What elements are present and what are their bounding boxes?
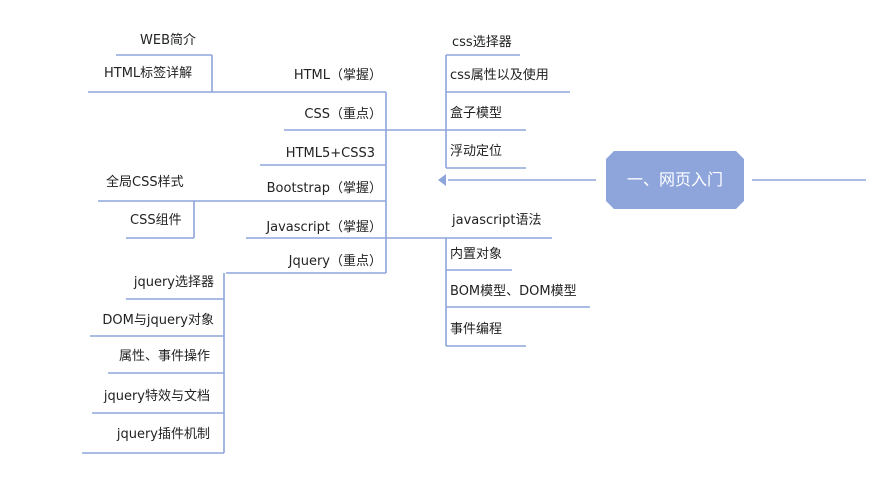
topic-bootstrap[interactable]: Bootstrap（掌握）: [266, 181, 382, 196]
collapse-triangle-icon: [438, 174, 446, 186]
root-label: 一、网页入门: [626, 170, 723, 189]
jquery-child-dom[interactable]: DOM与jquery对象: [102, 313, 214, 328]
topic-jquery[interactable]: Jquery（重点）: [288, 254, 382, 269]
topic-html[interactable]: HTML（掌握）: [293, 68, 382, 83]
js-child-syntax[interactable]: javascript语法: [452, 213, 542, 228]
js-child-bom-dom[interactable]: BOM模型、DOM模型: [450, 284, 577, 299]
css-child-selector[interactable]: css选择器: [452, 35, 512, 50]
jquery-child-plugins[interactable]: jquery插件机制: [116, 427, 210, 442]
html-child-web[interactable]: WEB简介: [140, 33, 196, 48]
root-node[interactable]: 一、网页入门: [606, 151, 744, 209]
jquery-child-selector[interactable]: jquery选择器: [133, 275, 214, 290]
topic-javascript[interactable]: Javascript（掌握）: [266, 220, 382, 235]
topic-css[interactable]: CSS（重点）: [304, 107, 382, 122]
js-child-builtin[interactable]: 内置对象: [450, 247, 503, 262]
js-child-events[interactable]: 事件编程: [450, 322, 503, 337]
bootstrap-child-global-css[interactable]: 全局CSS样式: [106, 175, 184, 190]
css-child-float[interactable]: 浮动定位: [450, 144, 503, 159]
html-child-tags[interactable]: HTML标签详解: [104, 66, 193, 81]
bootstrap-child-components[interactable]: CSS组件: [130, 213, 182, 228]
topic-html5-css3[interactable]: HTML5+CSS3: [285, 146, 375, 161]
jquery-child-effects[interactable]: jquery特效与文档: [103, 389, 210, 404]
css-child-attributes[interactable]: css属性以及使用: [450, 68, 549, 83]
css-child-box-model[interactable]: 盒子模型: [450, 106, 503, 121]
jquery-child-attr-events[interactable]: 属性、事件操作: [118, 349, 210, 364]
